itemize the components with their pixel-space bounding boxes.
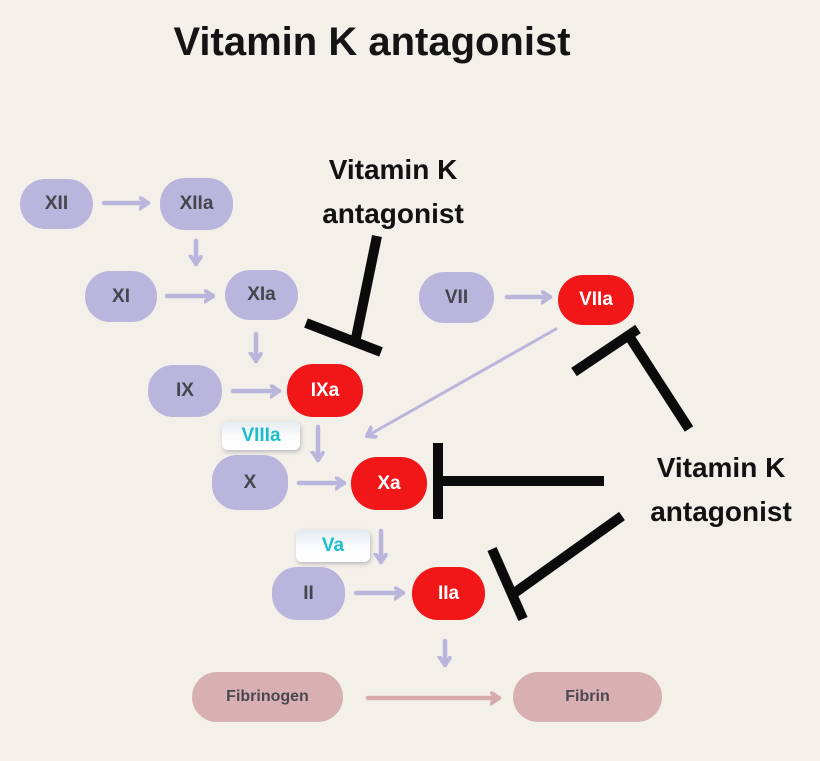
annotation-vka-top-line1: Vitamin K xyxy=(328,154,458,185)
annotation-vka-right-line1: Vitamin K xyxy=(656,452,786,483)
node-factor-x: X xyxy=(212,455,288,510)
node-factor-ix: IX xyxy=(148,365,222,417)
node-factor-ixa: IXa xyxy=(287,364,363,417)
node-factor-iia: IIa xyxy=(412,567,485,620)
arrow-viia-to-xa xyxy=(367,327,558,436)
annotation-vka-top-line2: antagonist xyxy=(322,198,464,229)
page-title: Vitamin K antagonist xyxy=(173,20,571,64)
node-factor-vii: VII xyxy=(419,272,494,323)
node-fibrin: Fibrin xyxy=(513,672,662,722)
inhibitor-line-xa xyxy=(433,443,604,519)
inhibitor-line-viia xyxy=(571,324,694,432)
inhibitor-line-ixa xyxy=(304,234,383,357)
node-factor-xi: XI xyxy=(85,271,157,322)
cofactor-va: Va xyxy=(296,530,370,562)
cofactor-viiia: VIIIa xyxy=(222,421,300,450)
node-fibrinogen: Fibrinogen xyxy=(192,672,343,722)
inhibitor-line-iia xyxy=(487,511,625,622)
node-factor-xia: XIa xyxy=(225,270,298,320)
annotation-vka-top: Vitamin K antagonist xyxy=(287,148,499,236)
node-factor-viia: VIIa xyxy=(558,275,634,325)
annotation-vka-right: Vitamin K antagonist xyxy=(610,446,820,534)
node-factor-xii: XII xyxy=(20,179,93,229)
node-factor-ii: II xyxy=(272,567,345,620)
annotation-vka-right-line2: antagonist xyxy=(650,496,792,527)
node-factor-xa: Xa xyxy=(351,457,427,510)
node-factor-xiia: XIIa xyxy=(160,178,233,230)
